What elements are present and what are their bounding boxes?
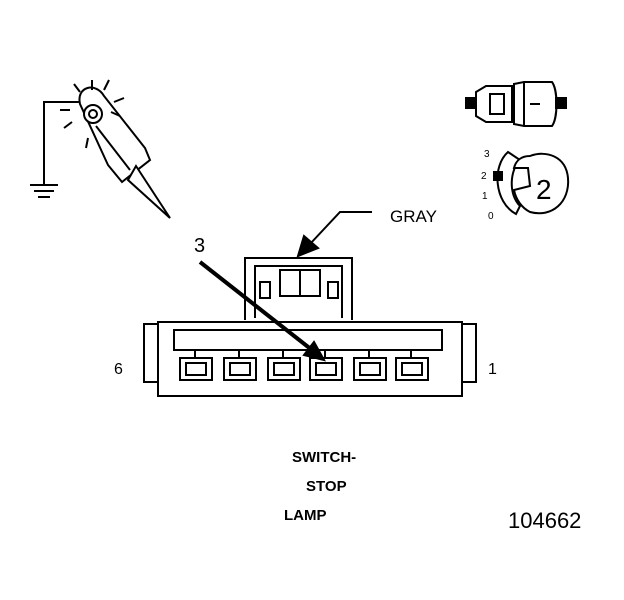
pin-3-callout-label: 3 [194,235,206,257]
caption-line-1: SWITCH- [292,449,357,466]
caption-line-3: LAMP [284,507,327,524]
figure-number: 104662 [508,508,582,533]
brake-switch-icon [465,81,567,127]
gray-wire-label: GRAY [390,207,437,226]
six-pin-connector [143,257,477,397]
scale-mark-0: 0 [488,211,494,222]
gray-wire-arrow-icon [296,211,372,258]
pin-3-callout-arrow-icon [198,260,326,362]
caption-line-2: STOP [306,478,347,495]
switch-position-label: 2 [536,174,552,205]
switch-position-clip-icon [493,150,570,216]
pin-1-label: 1 [488,361,497,378]
scale-mark-1: 1 [482,191,488,202]
test-light-probe-icon [60,79,171,219]
pin-6-label: 6 [114,361,123,378]
ground-symbol-icon [30,101,82,198]
pin-cavities [179,350,429,381]
scale-mark-2: 2 [481,171,487,182]
scale-mark-3: 3 [484,149,490,160]
